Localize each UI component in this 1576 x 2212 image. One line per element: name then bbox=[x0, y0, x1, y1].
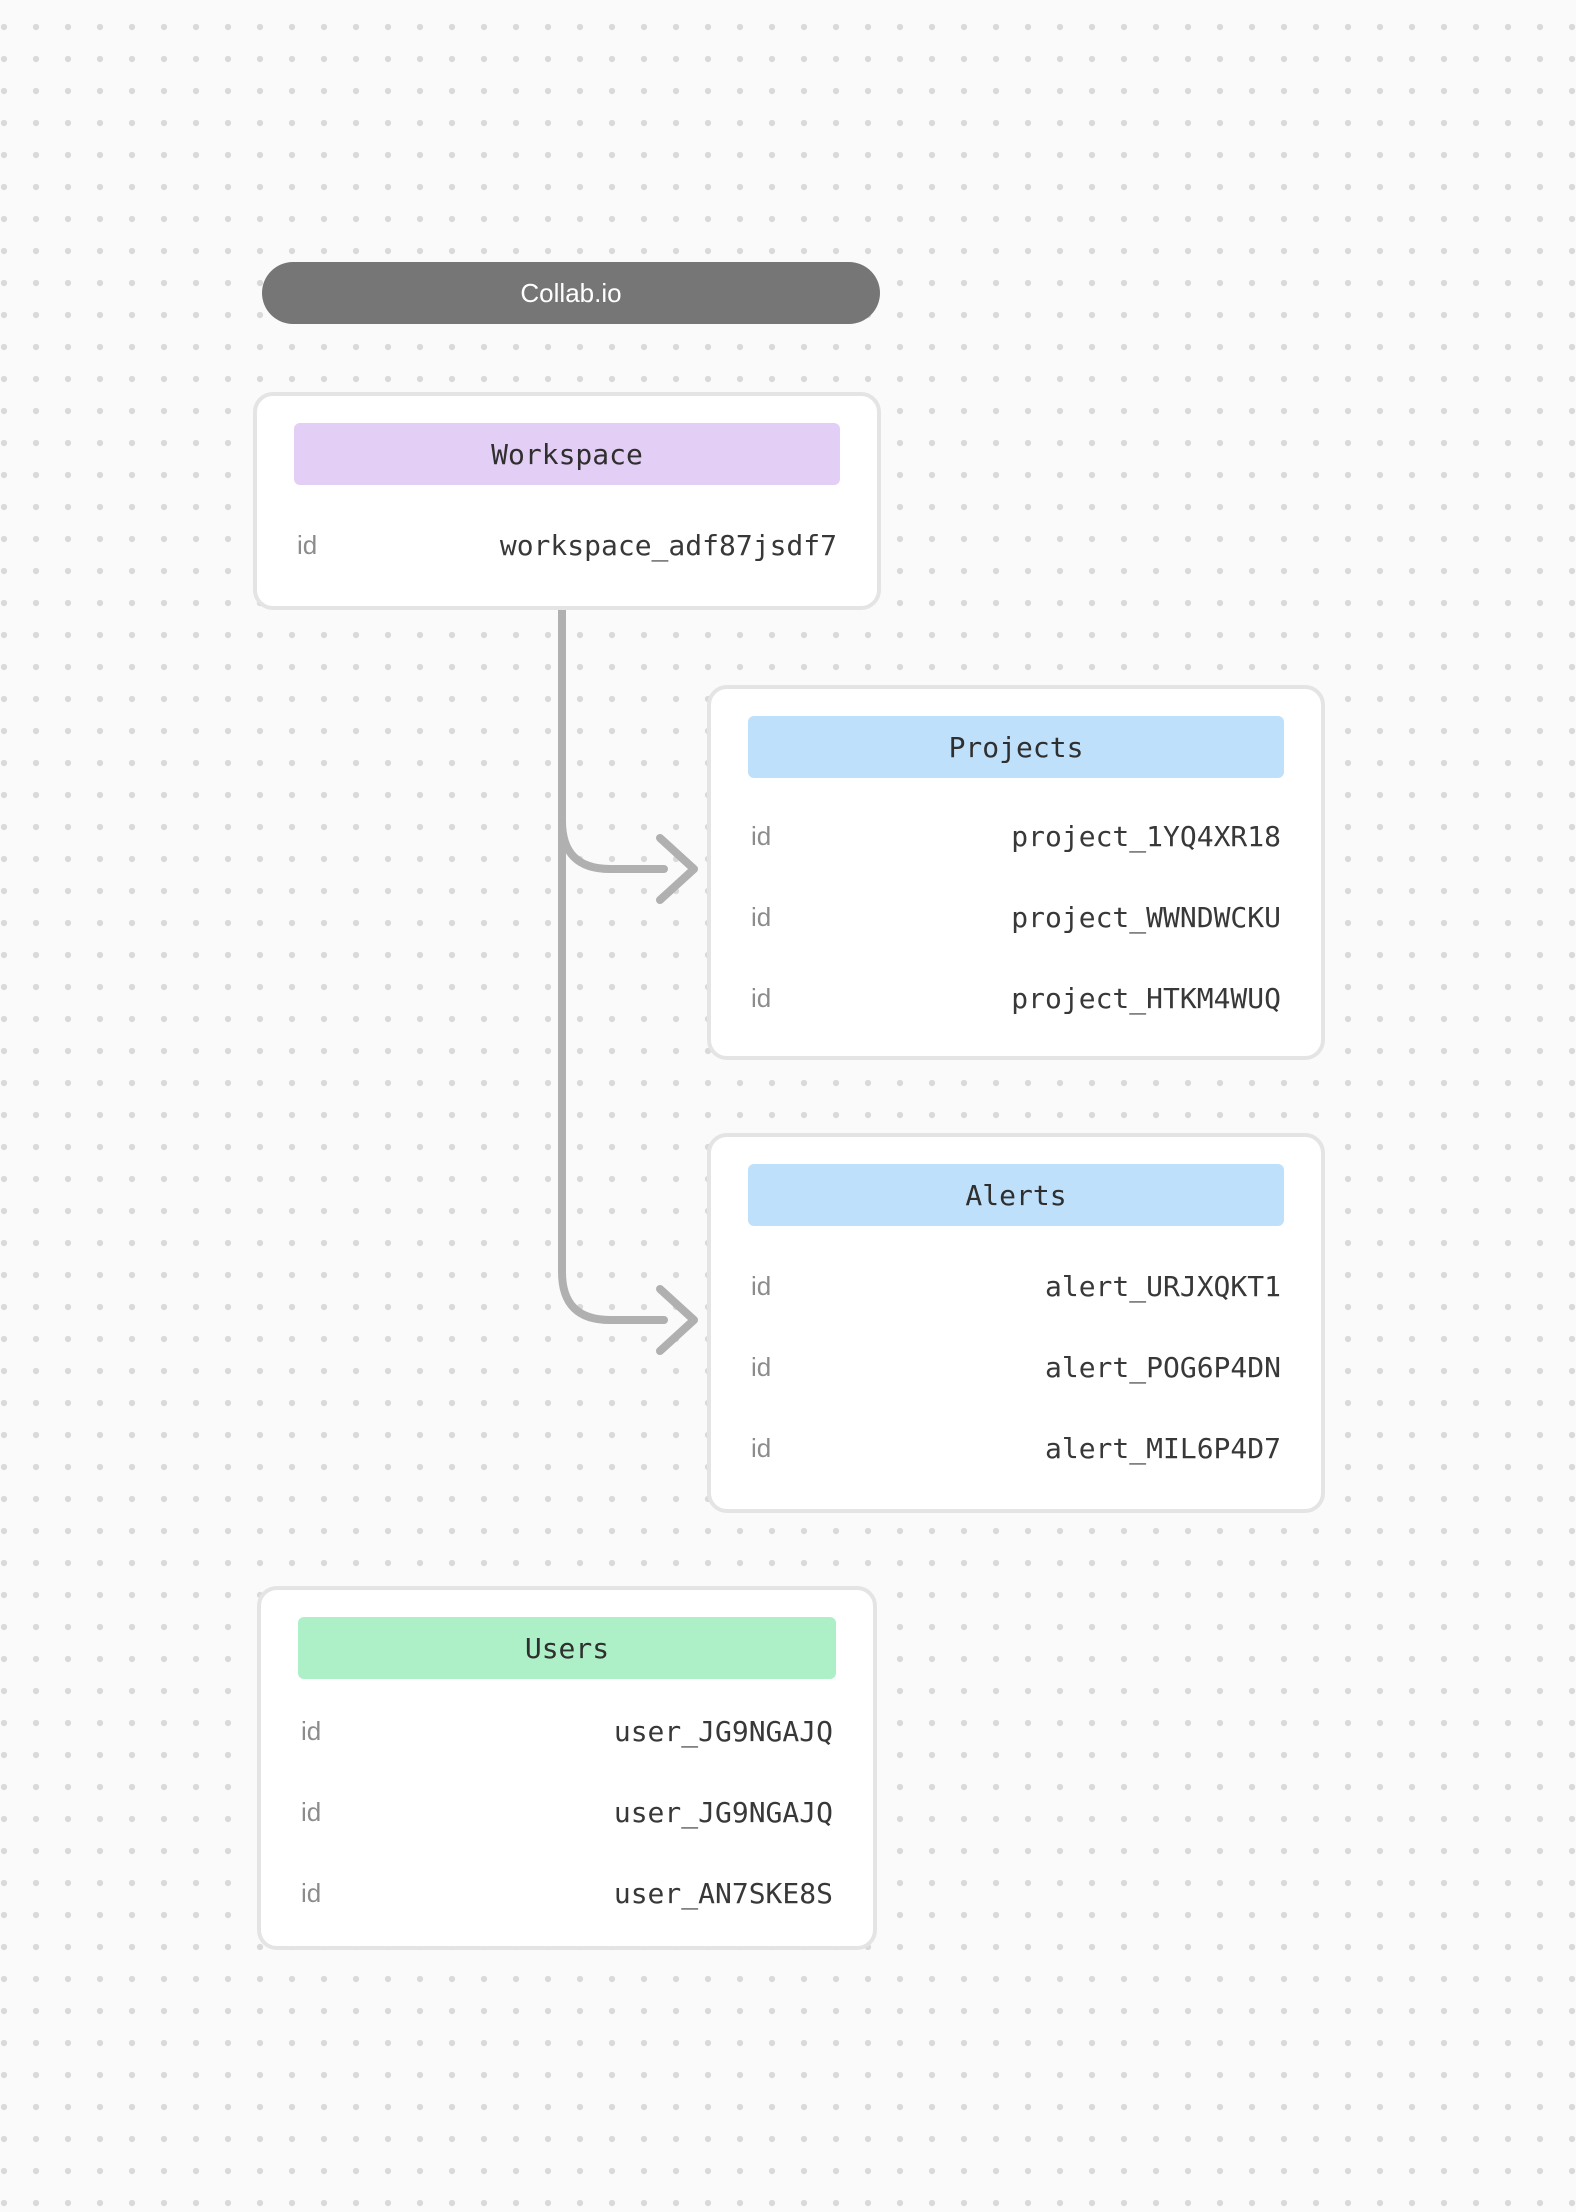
field-key: id bbox=[751, 820, 772, 851]
entity-header-workspace: Workspace bbox=[294, 423, 840, 485]
field-value: project_1YQ4XR18 bbox=[1011, 819, 1281, 853]
entity-card-alerts[interactable]: Alerts id alert_URJXQKT1 id alert_POG6P4… bbox=[707, 1133, 1325, 1513]
entity-rows: id user_JG9NGAJQ id user_JG9NGAJQ id use… bbox=[261, 1679, 873, 1946]
field-key: id bbox=[751, 901, 772, 932]
entity-rows: id alert_URJXQKT1 id alert_POG6P4DN id a… bbox=[711, 1226, 1321, 1509]
field-key: id bbox=[301, 1878, 322, 1908]
arrow-workspace-to-projects[interactable] bbox=[558, 817, 698, 904]
field-value: project_WWNDWCKU bbox=[1011, 900, 1281, 934]
entity-header-projects: Projects bbox=[748, 716, 1284, 778]
field-key: id bbox=[751, 982, 772, 1013]
field-row: id project_WWNDWCKU bbox=[711, 877, 1321, 958]
entity-header-users: Users bbox=[298, 1617, 836, 1679]
entity-header-alerts: Alerts bbox=[748, 1164, 1284, 1226]
field-value: alert_POG6P4DN bbox=[1044, 1351, 1281, 1384]
arrowhead-icon bbox=[656, 1285, 698, 1355]
field-key: id bbox=[751, 1433, 772, 1463]
field-row: id user_JG9NGAJQ bbox=[261, 1772, 873, 1853]
field-key: id bbox=[301, 1716, 322, 1746]
entity-card-workspace[interactable]: Workspace id workspace_adf87jsdf7 bbox=[253, 392, 881, 610]
field-key: id bbox=[301, 1797, 322, 1827]
arrowhead-icon bbox=[656, 834, 698, 904]
field-key: id bbox=[751, 1271, 772, 1301]
field-row: id project_HTKM4WUQ bbox=[711, 958, 1321, 1039]
field-value: workspace_adf87jsdf7 bbox=[499, 529, 837, 562]
field-row: id alert_URJXQKT1 bbox=[711, 1246, 1321, 1327]
entity-card-projects[interactable]: Projects id project_1YQ4XR18 id project_… bbox=[707, 685, 1325, 1060]
field-value: project_HTKM4WUQ bbox=[1011, 981, 1281, 1015]
field-value: user_JG9NGAJQ bbox=[613, 1715, 833, 1748]
field-row: id alert_POG6P4DN bbox=[711, 1327, 1321, 1408]
app-title-banner[interactable]: Collab.io bbox=[262, 262, 880, 324]
field-value: alert_URJXQKT1 bbox=[1044, 1270, 1281, 1303]
field-value: alert_MIL6P4D7 bbox=[1044, 1432, 1281, 1465]
field-value: user_JG9NGAJQ bbox=[613, 1796, 833, 1829]
field-value: user_AN7SKE8S bbox=[613, 1877, 833, 1910]
field-row: id workspace_adf87jsdf7 bbox=[257, 505, 877, 586]
field-row: id project_1YQ4XR18 bbox=[711, 796, 1321, 877]
field-row: id user_AN7SKE8S bbox=[261, 1853, 873, 1934]
field-row: id alert_MIL6P4D7 bbox=[711, 1408, 1321, 1489]
field-row: id user_JG9NGAJQ bbox=[261, 1691, 873, 1772]
entity-card-users[interactable]: Users id user_JG9NGAJQ id user_JG9NGAJQ … bbox=[257, 1586, 877, 1950]
field-key: id bbox=[297, 530, 318, 560]
field-key: id bbox=[751, 1352, 772, 1382]
entity-rows: id project_1YQ4XR18 id project_WWNDWCKU … bbox=[711, 778, 1321, 1056]
entity-rows: id workspace_adf87jsdf7 bbox=[257, 485, 877, 606]
arrow-workspace-to-alerts[interactable] bbox=[558, 606, 698, 1355]
